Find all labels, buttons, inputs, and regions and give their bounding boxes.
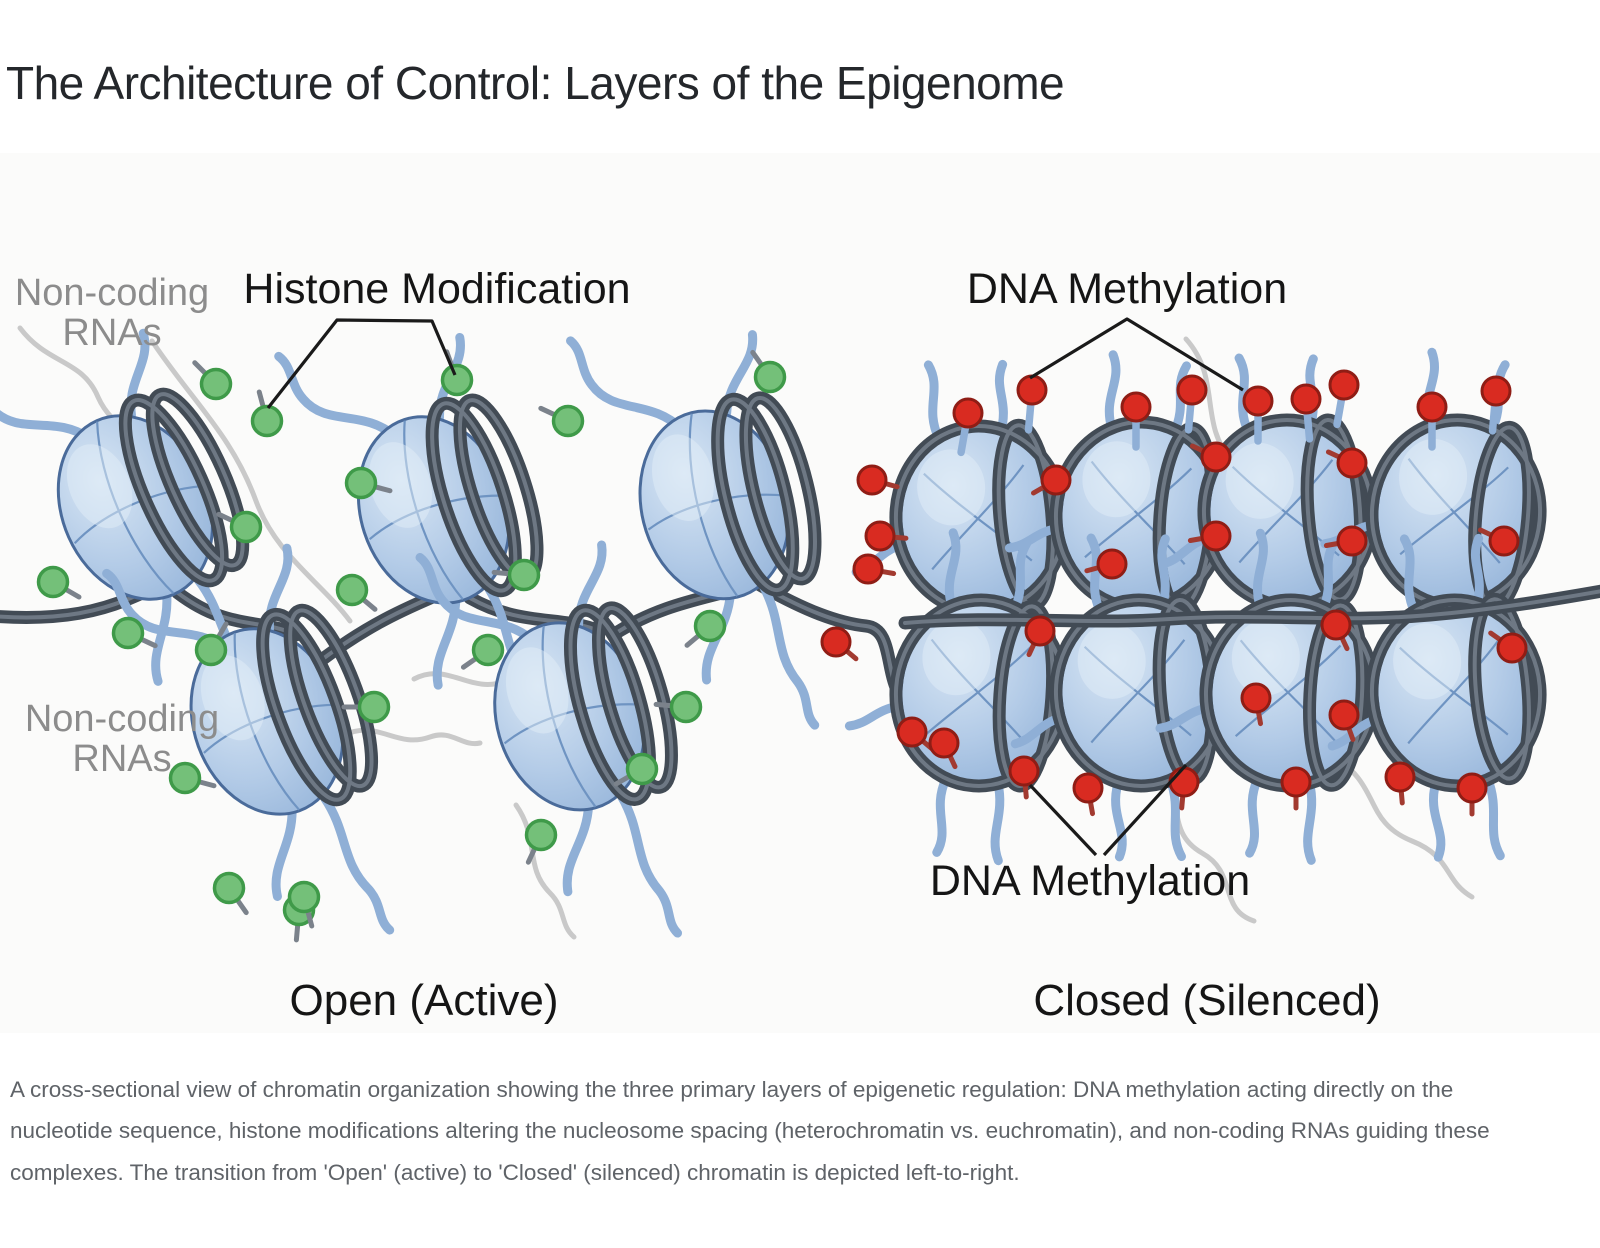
page-title: The Architecture of Control: Layers of t… [6, 57, 1065, 109]
article-page: The Architecture of Control: Layers of t… [0, 58, 1600, 1194]
label-noncoding-rnas-top-line1: Non-coding [15, 272, 209, 314]
epigenome-figure: Non-coding RNAs Histone Modification DNA… [0, 152, 1600, 1033]
figure-caption: A cross-sectional view of chromatin orga… [10, 1076, 1490, 1186]
label-noncoding-rnas-top-line2: RNAs [62, 312, 161, 354]
label-noncoding-rnas-bottom-line2: RNAs [72, 738, 171, 780]
label-state-open-active: Open (Active) [290, 976, 559, 1025]
label-dna-methylation-bottom: DNA Methylation [930, 857, 1250, 905]
diagram-labels: Non-coding RNAs Histone Modification DNA… [15, 265, 1381, 1025]
modification-dots [36, 348, 1528, 942]
epigenome-diagram: Non-coding RNAs Histone Modification DNA… [0, 265, 1600, 1025]
label-histone-modification: Histone Modification [243, 265, 630, 313]
leader-lines [266, 316, 1244, 856]
label-state-closed-silenced: Closed (Silenced) [1033, 976, 1380, 1025]
label-noncoding-rnas-bottom-line1: Non-coding [25, 698, 219, 740]
label-dna-methylation-top: DNA Methylation [967, 265, 1287, 313]
